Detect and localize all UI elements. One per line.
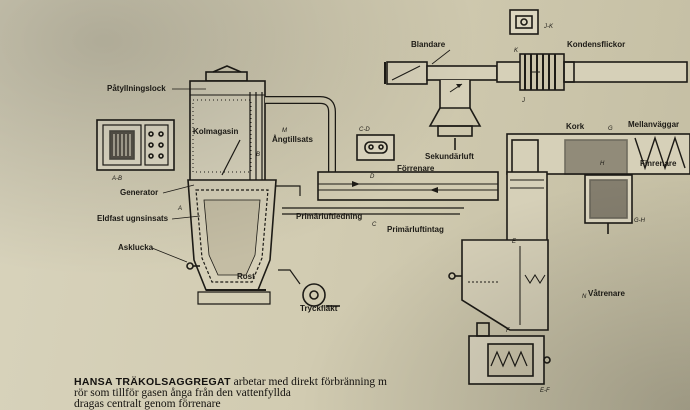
generator-column	[186, 65, 277, 305]
caption-line-1-text: arbetar med direkt förbränning m	[230, 376, 387, 388]
label-patyllningslock: Påtyllningslock	[107, 84, 166, 93]
label-asklucka: Asklucka	[118, 243, 154, 252]
label-sekundarluft: Sekundärluft	[425, 152, 474, 161]
diagram-labels: Påtyllningslock Kolmagasin Ångtillsats G…	[97, 24, 679, 394]
wet-scrubber	[448, 239, 551, 385]
label-eldfast-ugnsinsats: Eldfast ugnsinsats	[97, 214, 169, 223]
caption-line-1: HANSA TRÄKOLSAGGREGAT arbetar med direkt…	[74, 376, 690, 388]
mark-e: E	[512, 239, 517, 245]
label-forrenare: Förrenare	[397, 164, 435, 173]
label-rost: Rost	[237, 272, 255, 281]
mark-c: C	[372, 222, 377, 228]
label-kork: Kork	[566, 122, 585, 131]
mark-a: A	[177, 206, 182, 212]
label-vatrenare: Våtrenare	[588, 289, 625, 298]
caption-line-2: rör som tillför gasen ånga från den vatt…	[74, 387, 291, 399]
caption-title: HANSA TRÄKOLSAGGREGAT	[74, 376, 231, 388]
label-primarluftintag: Primärluftintag	[387, 225, 444, 234]
mark-g: G	[608, 126, 613, 132]
label-angtillsats: Ångtillsats	[272, 135, 313, 144]
mark-h: H	[600, 161, 605, 167]
section-ab-view	[96, 119, 175, 171]
mark-m: M	[282, 128, 287, 134]
mark-gh: G-H	[634, 218, 646, 224]
mark-n: N	[582, 294, 587, 300]
condenser	[496, 9, 688, 91]
caption-line-3: dragas centralt genom förrenare	[74, 398, 221, 410]
gas-pipes	[265, 96, 499, 307]
mark-k: K	[514, 48, 519, 54]
mark-f: F	[506, 328, 510, 334]
section-cd-view	[356, 134, 395, 161]
mark-cd: C-D	[359, 127, 370, 133]
label-kolmagasin: Kolmagasin	[193, 127, 238, 136]
label-mellanvaggar: Mellanväggar	[628, 120, 679, 129]
mark-j: J	[521, 98, 526, 104]
mark-ab: A-B	[111, 176, 122, 182]
label-kondensflickor: Kondensflickor	[567, 40, 625, 49]
label-tryckflakt: Tryckfläkt	[300, 304, 338, 313]
mark-b: B	[256, 152, 260, 158]
mark-jk: J-K	[543, 24, 554, 30]
mark-ef: E-F	[540, 388, 550, 394]
label-finrenare: Finrenare	[640, 159, 677, 168]
mark-d: D	[370, 174, 375, 180]
label-generator: Generator	[120, 188, 158, 197]
label-blandare: Blandare	[411, 40, 446, 49]
mixer	[384, 61, 498, 150]
label-primarluftledning: Primärluftledning	[296, 212, 362, 221]
